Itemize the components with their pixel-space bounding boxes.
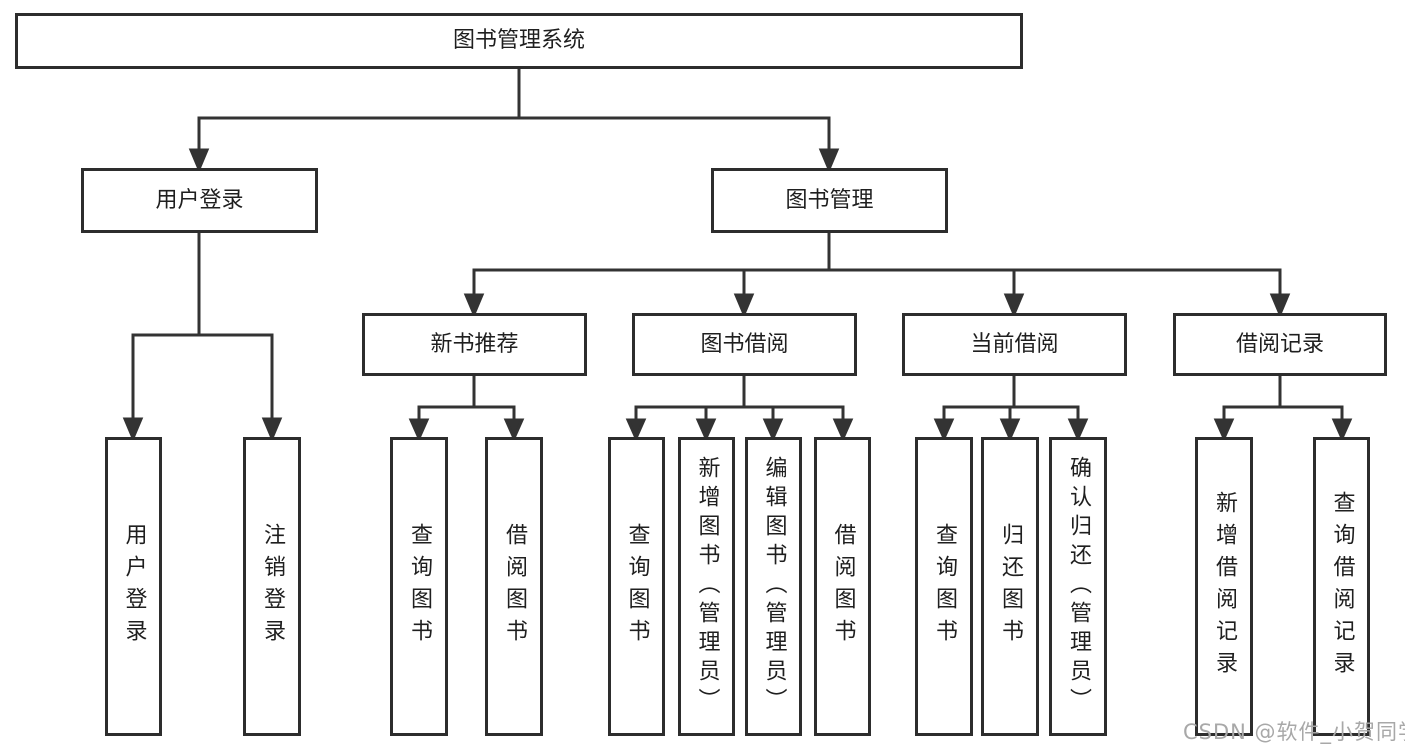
node-borrow-records: 借阅记录	[1173, 313, 1387, 376]
leaf-user-login-label: 用户登录	[121, 522, 147, 651]
leaf-add-borrow-record-label: 新增借阅记录	[1212, 490, 1237, 683]
leaf-query-books-borrow-label: 查询图书	[624, 522, 650, 651]
leaf-add-borrow-record: 新增借阅记录	[1195, 437, 1253, 736]
node-book-management-branch: 图书管理	[711, 168, 948, 233]
leaf-query-borrow-record-label: 查询借阅记录	[1329, 490, 1355, 683]
node-root-label: 图书管理系统	[452, 28, 585, 53]
leaf-borrow-book-recommend-label: 借阅图书	[502, 522, 527, 651]
node-borrow-records-label: 借阅记录	[1235, 331, 1324, 357]
leaf-logout: 注销登录	[243, 437, 301, 736]
leaf-borrow-book-recommend: 借阅图书	[485, 437, 543, 736]
leaf-confirm-return-admin-label: 确认归还（管理员）	[1066, 456, 1091, 717]
leaf-return-book: 归还图书	[981, 437, 1039, 736]
leaf-query-books-current-label: 查询图书	[932, 522, 957, 651]
node-book-management-branch-label: 图书管理	[785, 187, 874, 213]
leaf-query-books-recommend: 查询图书	[390, 437, 448, 736]
leaf-add-book-admin-label: 新增图书（管理员）	[694, 456, 720, 717]
node-new-book-recommend: 新书推荐	[362, 313, 587, 376]
csdn-watermark: CSDN @软件_小贺同学	[1183, 720, 1405, 744]
node-user-login-branch: 用户登录	[81, 168, 318, 233]
leaf-query-books-recommend-label: 查询图书	[407, 522, 432, 651]
leaf-confirm-return-admin: 确认归还（管理员）	[1049, 437, 1107, 736]
node-current-borrow-label: 当前借阅	[970, 331, 1059, 357]
leaf-user-login: 用户登录	[105, 437, 162, 736]
leaf-borrow-book-label: 借阅图书	[830, 522, 856, 651]
leaf-edit-book-admin: 编辑图书（管理员）	[745, 437, 802, 736]
leaf-logout-label: 注销登录	[260, 522, 285, 651]
leaf-add-book-admin: 新增图书（管理员）	[678, 437, 735, 736]
leaf-query-borrow-record: 查询借阅记录	[1313, 437, 1370, 736]
node-root-system: 图书管理系统	[15, 13, 1023, 69]
leaf-edit-book-admin-label: 编辑图书（管理员）	[761, 456, 787, 717]
node-book-borrow: 图书借阅	[632, 313, 857, 376]
node-current-borrow: 当前借阅	[902, 313, 1127, 376]
leaf-return-book-label: 归还图书	[998, 522, 1023, 651]
node-user-login-branch-label: 用户登录	[155, 187, 244, 213]
node-new-book-recommend-label: 新书推荐	[430, 331, 519, 357]
node-book-borrow-label: 图书借阅	[700, 331, 789, 357]
leaf-query-books-borrow: 查询图书	[608, 437, 665, 736]
leaf-borrow-book: 借阅图书	[814, 437, 871, 736]
leaf-query-books-current: 查询图书	[915, 437, 973, 736]
